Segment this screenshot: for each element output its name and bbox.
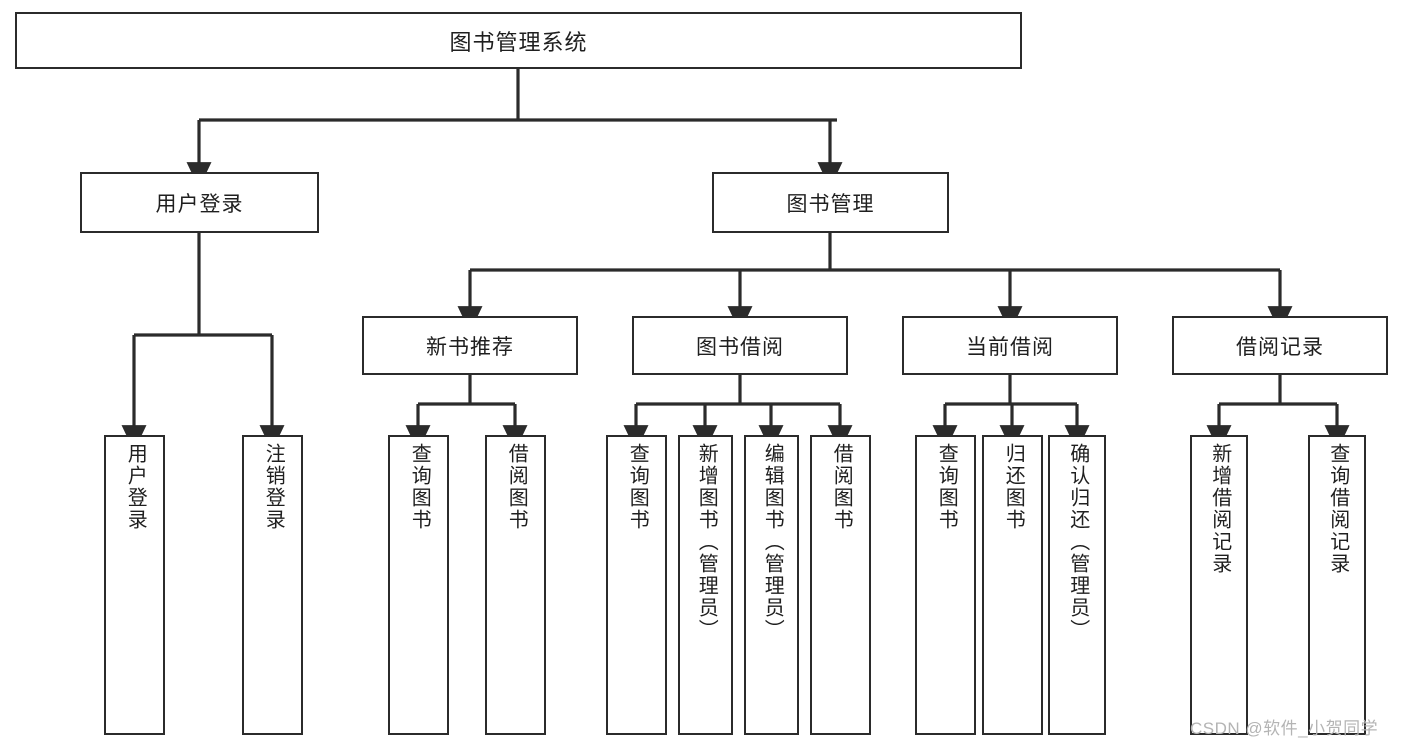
leaf-newbook-query-books-label: 查询图书 [408,443,431,531]
leaf-query-borrow-record[interactable]: 查询借阅记录 [1308,435,1366,735]
leaf-confirm-return-admin-label: 确认归还（管理员） [1066,443,1089,641]
leaf-user-login-label: 用户登录 [124,443,147,531]
leaf-newbook-borrow-books-label: 借阅图书 [505,443,528,531]
leaf-edit-book-admin-label: 编辑图书（管理员） [761,443,784,641]
node-current-borrow-label: 当前借阅 [966,335,1054,359]
leaf-confirm-return-admin[interactable]: 确认归还（管理员） [1048,435,1106,735]
leaf-return-books-label: 归还图书 [1002,443,1025,531]
node-book-borrow[interactable]: 图书借阅 [632,316,848,375]
node-user-login-label: 用户登录 [155,192,244,216]
leaf-current-query-books-label: 查询图书 [935,443,958,531]
node-user-login[interactable]: 用户登录 [80,172,319,233]
leaf-edit-book-admin[interactable]: 编辑图书（管理员） [744,435,799,735]
leaf-add-borrow-record-label: 新增借阅记录 [1208,443,1231,575]
leaf-current-query-books[interactable]: 查询图书 [915,435,976,735]
leaf-add-book-admin[interactable]: 新增图书（管理员） [678,435,733,735]
node-book-management-label: 图书管理 [786,192,875,216]
leaf-newbook-query-books[interactable]: 查询图书 [388,435,449,735]
csdn-watermark: CSDN @软件_小贺同学 [1190,719,1379,738]
leaf-logout-label: 注销登录 [262,443,285,531]
node-root-label: 图书管理系统 [449,29,588,55]
leaf-borrow-books[interactable]: 借阅图书 [810,435,871,735]
leaf-query-borrow-record-label: 查询借阅记录 [1326,443,1349,575]
node-book-borrow-label: 图书借阅 [696,335,784,359]
leaf-newbook-borrow-books[interactable]: 借阅图书 [485,435,546,735]
node-borrow-records[interactable]: 借阅记录 [1172,316,1388,375]
node-new-book-recommend-label: 新书推荐 [426,335,514,359]
leaf-borrow-query-books[interactable]: 查询图书 [606,435,667,735]
leaf-add-book-admin-label: 新增图书（管理员） [695,443,718,641]
leaf-return-books[interactable]: 归还图书 [982,435,1043,735]
leaf-add-borrow-record[interactable]: 新增借阅记录 [1190,435,1248,735]
node-borrow-records-label: 借阅记录 [1236,335,1324,359]
node-new-book-recommend[interactable]: 新书推荐 [362,316,578,375]
node-root[interactable]: 图书管理系统 [15,12,1022,69]
leaf-borrow-query-books-label: 查询图书 [626,443,649,531]
leaf-borrow-books-label: 借阅图书 [830,443,853,531]
node-current-borrow[interactable]: 当前借阅 [902,316,1118,375]
node-book-management[interactable]: 图书管理 [712,172,949,233]
leaf-user-login[interactable]: 用户登录 [104,435,165,735]
leaf-logout[interactable]: 注销登录 [242,435,303,735]
